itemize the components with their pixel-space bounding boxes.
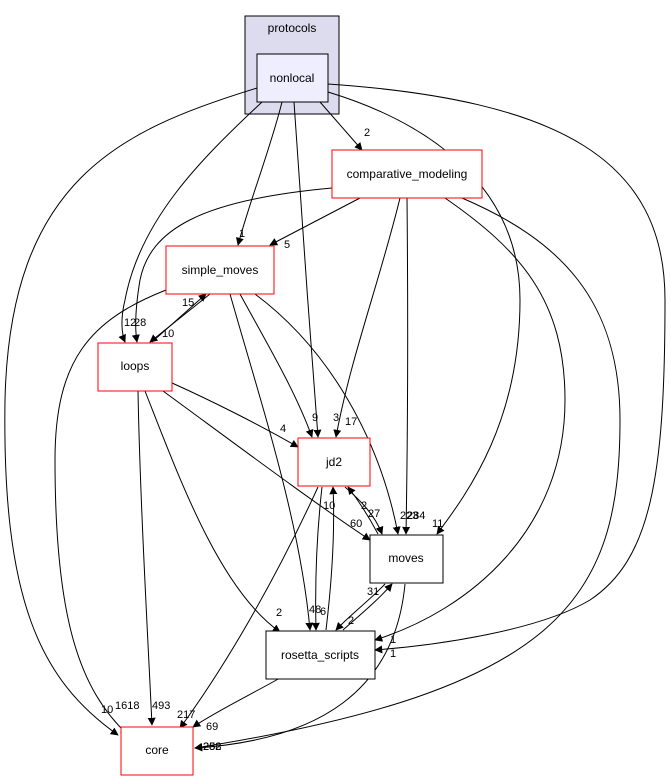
- edge-loops-moves: [162, 390, 371, 541]
- edge-nonlocal-comparative_modeling: [319, 101, 363, 151]
- node-core-box: [120, 726, 194, 776]
- edge-nonlocal-jd2: [293, 101, 322, 438]
- edge-comparative_modeling-core: [194, 197, 621, 751]
- node-moves-box: [369, 534, 444, 584]
- edge-label-cm-rs: 1: [390, 648, 396, 660]
- edge-label-loops-rs: 2: [276, 607, 282, 619]
- node-loops-box: [97, 342, 173, 392]
- edge-label-sm-jd2: 9: [312, 412, 318, 424]
- node-core[interactable]: core: [120, 726, 194, 776]
- edge-nonlocal-core: [4, 87, 258, 736]
- edge-label-rs-moves: 31: [367, 586, 379, 598]
- edge-nonlocal-moves: [327, 91, 521, 535]
- edge-label-loops-sm: 15: [182, 297, 194, 309]
- edge-label-rs-core: 69: [206, 721, 218, 733]
- node-moves-label: moves: [388, 551, 423, 565]
- edge-comparative_modeling-loops: [131, 187, 333, 343]
- edge-comparative_modeling-rosetta_scripts: [374, 197, 566, 642]
- node-comparative_modeling-label: comparative_modeling: [347, 167, 468, 181]
- edge-simple_moves-rosetta_scripts: [229, 293, 314, 631]
- edge-label-sm-loops: 10: [162, 328, 174, 340]
- edge-nonlocal-rosetta_scripts: [327, 83, 666, 654]
- edge-label-cm-loops: 28: [134, 317, 146, 329]
- edge-label-jd2-core: 217: [177, 709, 195, 721]
- edge-label-cm-jd2: 17: [345, 416, 357, 428]
- edge-nonlocal-simple_moves: [235, 101, 283, 246]
- edge-label-sm-core: 1618: [115, 700, 139, 712]
- edge-label-nl-rs: 1: [390, 634, 396, 646]
- edge-label-loops-core: 493: [152, 700, 170, 712]
- edge-label-nl-loops: 12: [124, 317, 136, 329]
- node-jd2-label: jd2: [325, 455, 342, 469]
- edge-loops-rosetta_scripts: [144, 390, 281, 633]
- node-nonlocal-box: [256, 53, 329, 103]
- edge-label-rs-jd2: 10: [323, 500, 335, 512]
- node-simple_moves-label: simple_moves: [182, 263, 259, 277]
- edge-jd2-core: [179, 486, 319, 729]
- edge-label-sm-rs: 48: [309, 604, 321, 616]
- edge-label-cm-core: 258: [203, 741, 221, 753]
- node-comparative_modeling[interactable]: comparative_modeling: [331, 149, 483, 199]
- edge-label-jd2-moves: 2: [361, 500, 367, 512]
- edge-label-jd2-rs: 6: [320, 606, 326, 618]
- edge-label-nl-core: 10: [101, 704, 113, 716]
- edge-loops-jd2: [171, 382, 299, 448]
- edge-moves-rosetta_scripts: [335, 583, 386, 631]
- edge-simple_moves-loops: [149, 293, 211, 343]
- edge-label-moves-rs: 2: [348, 615, 354, 627]
- node-jd2-box: [297, 437, 371, 487]
- edge-label-loops-jd2: 4: [280, 423, 286, 435]
- edge-moves-core: [194, 583, 406, 752]
- node-rosetta_scripts[interactable]: rosetta_scripts: [265, 630, 376, 680]
- node-nonlocal[interactable]: nonlocal: [256, 53, 329, 103]
- edge-loops-core: [137, 390, 156, 726]
- edge-label-loops-moves: 60: [350, 518, 362, 530]
- edge-label-moves-jd2: 27: [368, 508, 380, 520]
- node-rosetta_scripts-box: [265, 630, 376, 680]
- edge-comparative_modeling-moves: [402, 197, 411, 535]
- edge-rosetta_scripts-moves: [342, 583, 393, 631]
- edge-simple_moves-jd2: [239, 293, 314, 438]
- edge-comparative_modeling-simple_moves: [269, 197, 361, 246]
- protocols-cluster-label: protocols: [268, 21, 317, 35]
- edge-nonlocal-loops: [118, 101, 263, 343]
- edge-simple_moves-core: [54, 289, 167, 736]
- edge-moves-jd2: [347, 486, 379, 535]
- edge-label-nl-moves: 11: [432, 518, 443, 530]
- edge-label-cm-moves: 284: [407, 510, 425, 522]
- edge-label-cm-sm: 5: [284, 239, 290, 251]
- node-loops[interactable]: loops: [97, 342, 173, 392]
- edge-comparative_modeling-jd2: [333, 197, 401, 438]
- node-moves[interactable]: moves: [369, 534, 444, 584]
- edge-label-nl-cm: 2: [364, 127, 370, 139]
- node-loops-label: loops: [121, 359, 150, 373]
- edge-rosetta_scripts-core: [192, 677, 281, 728]
- edge-label-moves-core: 282: [203, 741, 221, 753]
- edge-simple_moves-moves: [254, 293, 401, 535]
- node-comparative_modeling-box: [331, 149, 483, 199]
- edge-rosetta_scripts-jd2: [325, 486, 338, 631]
- edge-loops-simple_moves: [151, 293, 207, 343]
- edge-label-sm-moves: 223: [400, 510, 418, 522]
- edge-label-nl-jd2: 3: [333, 412, 339, 424]
- edge-label-nl-sm: 1: [239, 228, 245, 240]
- node-core-label: core: [145, 743, 169, 757]
- node-rosetta_scripts-label: rosetta_scripts: [281, 648, 359, 662]
- node-simple_moves-box: [165, 245, 275, 295]
- edge-jd2-rosetta_scripts: [311, 486, 323, 631]
- node-jd2[interactable]: jd2: [297, 437, 371, 487]
- node-simple_moves[interactable]: simple_moves: [165, 245, 275, 295]
- node-nonlocal-label: nonlocal: [270, 71, 315, 85]
